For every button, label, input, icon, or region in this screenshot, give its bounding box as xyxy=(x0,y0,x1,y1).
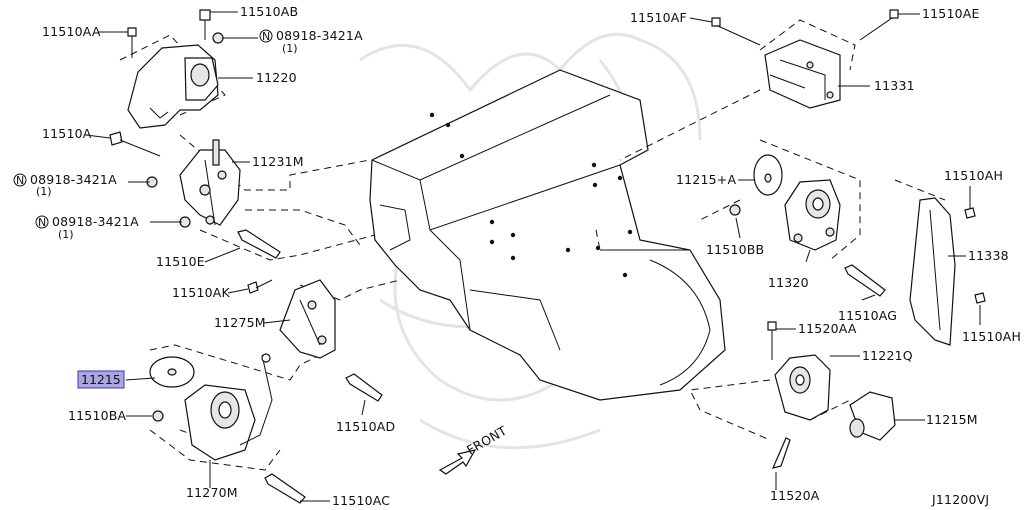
label-11510a[interactable]: 11510A xyxy=(42,126,92,141)
label-11215-a[interactable]: 11215+A xyxy=(676,172,736,187)
label-11215-highlighted[interactable]: 11215 xyxy=(81,372,121,387)
label-11510aa[interactable]: 11510AA xyxy=(42,24,101,39)
label-08918-top-qty: (1) xyxy=(282,42,298,55)
part-11275m-bracket xyxy=(279,279,336,359)
part-11220-mount xyxy=(127,44,219,129)
front-direction-arrow xyxy=(438,449,477,475)
label-leader-lines xyxy=(85,11,981,502)
label-11510ab[interactable]: 11510AB xyxy=(240,4,298,19)
label-11510ba[interactable]: 11510BA xyxy=(68,408,127,423)
label-08918-low-qty: (1) xyxy=(58,228,74,241)
part-11221q-mount xyxy=(767,321,896,469)
front-label: FRONT xyxy=(464,423,509,458)
label-08918-mid-qty: (1) xyxy=(36,185,52,198)
part-11320-mount xyxy=(729,154,886,297)
label-11275m[interactable]: 11275M xyxy=(214,315,266,330)
label-11338[interactable]: 11338 xyxy=(968,248,1009,263)
label-08918-top[interactable]: 08918-3421A xyxy=(276,28,363,43)
label-11510ak[interactable]: 11510AK xyxy=(172,285,231,300)
label-11215m[interactable]: 11215M xyxy=(926,412,978,427)
label-11510bb[interactable]: 11510BB xyxy=(706,242,764,257)
diagram-reference-code: J11200VJ xyxy=(931,492,989,507)
label-11510ad[interactable]: 11510AD xyxy=(336,419,395,434)
part-11231m-bracket xyxy=(179,139,241,226)
part-11331-bracket xyxy=(711,9,899,109)
label-08918-low[interactable]: 08918-3421A xyxy=(52,214,139,229)
svg-text:N: N xyxy=(262,30,270,43)
label-11331[interactable]: 11331 xyxy=(874,78,915,93)
part-11270m-mount xyxy=(149,353,383,504)
label-08918-mid[interactable]: 08918-3421A xyxy=(30,172,117,187)
label-11510af[interactable]: 11510AF xyxy=(630,10,687,25)
label-11510ag[interactable]: 11510AG xyxy=(838,308,897,323)
label-11520a[interactable]: 11520A xyxy=(770,488,820,503)
n-symbol-icon: N xyxy=(35,215,49,229)
highlight-box-11215 xyxy=(77,370,125,389)
label-11220[interactable]: 11220 xyxy=(256,70,297,85)
label-11510ae[interactable]: 11510AE xyxy=(922,6,980,21)
label-11510ah-top[interactable]: 11510AH xyxy=(944,168,1003,183)
label-11510ah-bottom[interactable]: 11510AH xyxy=(962,329,1021,344)
part-labels: 11510AA 11510AB N 08918-3421A (1) 11220 … xyxy=(13,4,1021,508)
label-11320[interactable]: 11320 xyxy=(768,275,809,290)
label-11520aa[interactable]: 11520AA xyxy=(798,321,857,336)
label-11270m[interactable]: 11270M xyxy=(186,485,238,500)
n-symbol-icon: N xyxy=(259,29,273,43)
part-11338-bracket xyxy=(909,197,986,346)
svg-text:N: N xyxy=(16,174,24,187)
n-symbol-icon: N xyxy=(13,173,27,187)
label-11510e[interactable]: 11510E xyxy=(156,254,205,269)
label-11221q[interactable]: 11221Q xyxy=(862,348,913,363)
engine-block xyxy=(369,69,726,401)
bolts-left-group xyxy=(109,9,281,294)
dashed-leader-lines xyxy=(119,19,946,471)
svg-text:N: N xyxy=(38,216,46,229)
label-11231m[interactable]: 11231M xyxy=(252,154,304,169)
label-11510ac[interactable]: 11510AC xyxy=(332,493,390,508)
